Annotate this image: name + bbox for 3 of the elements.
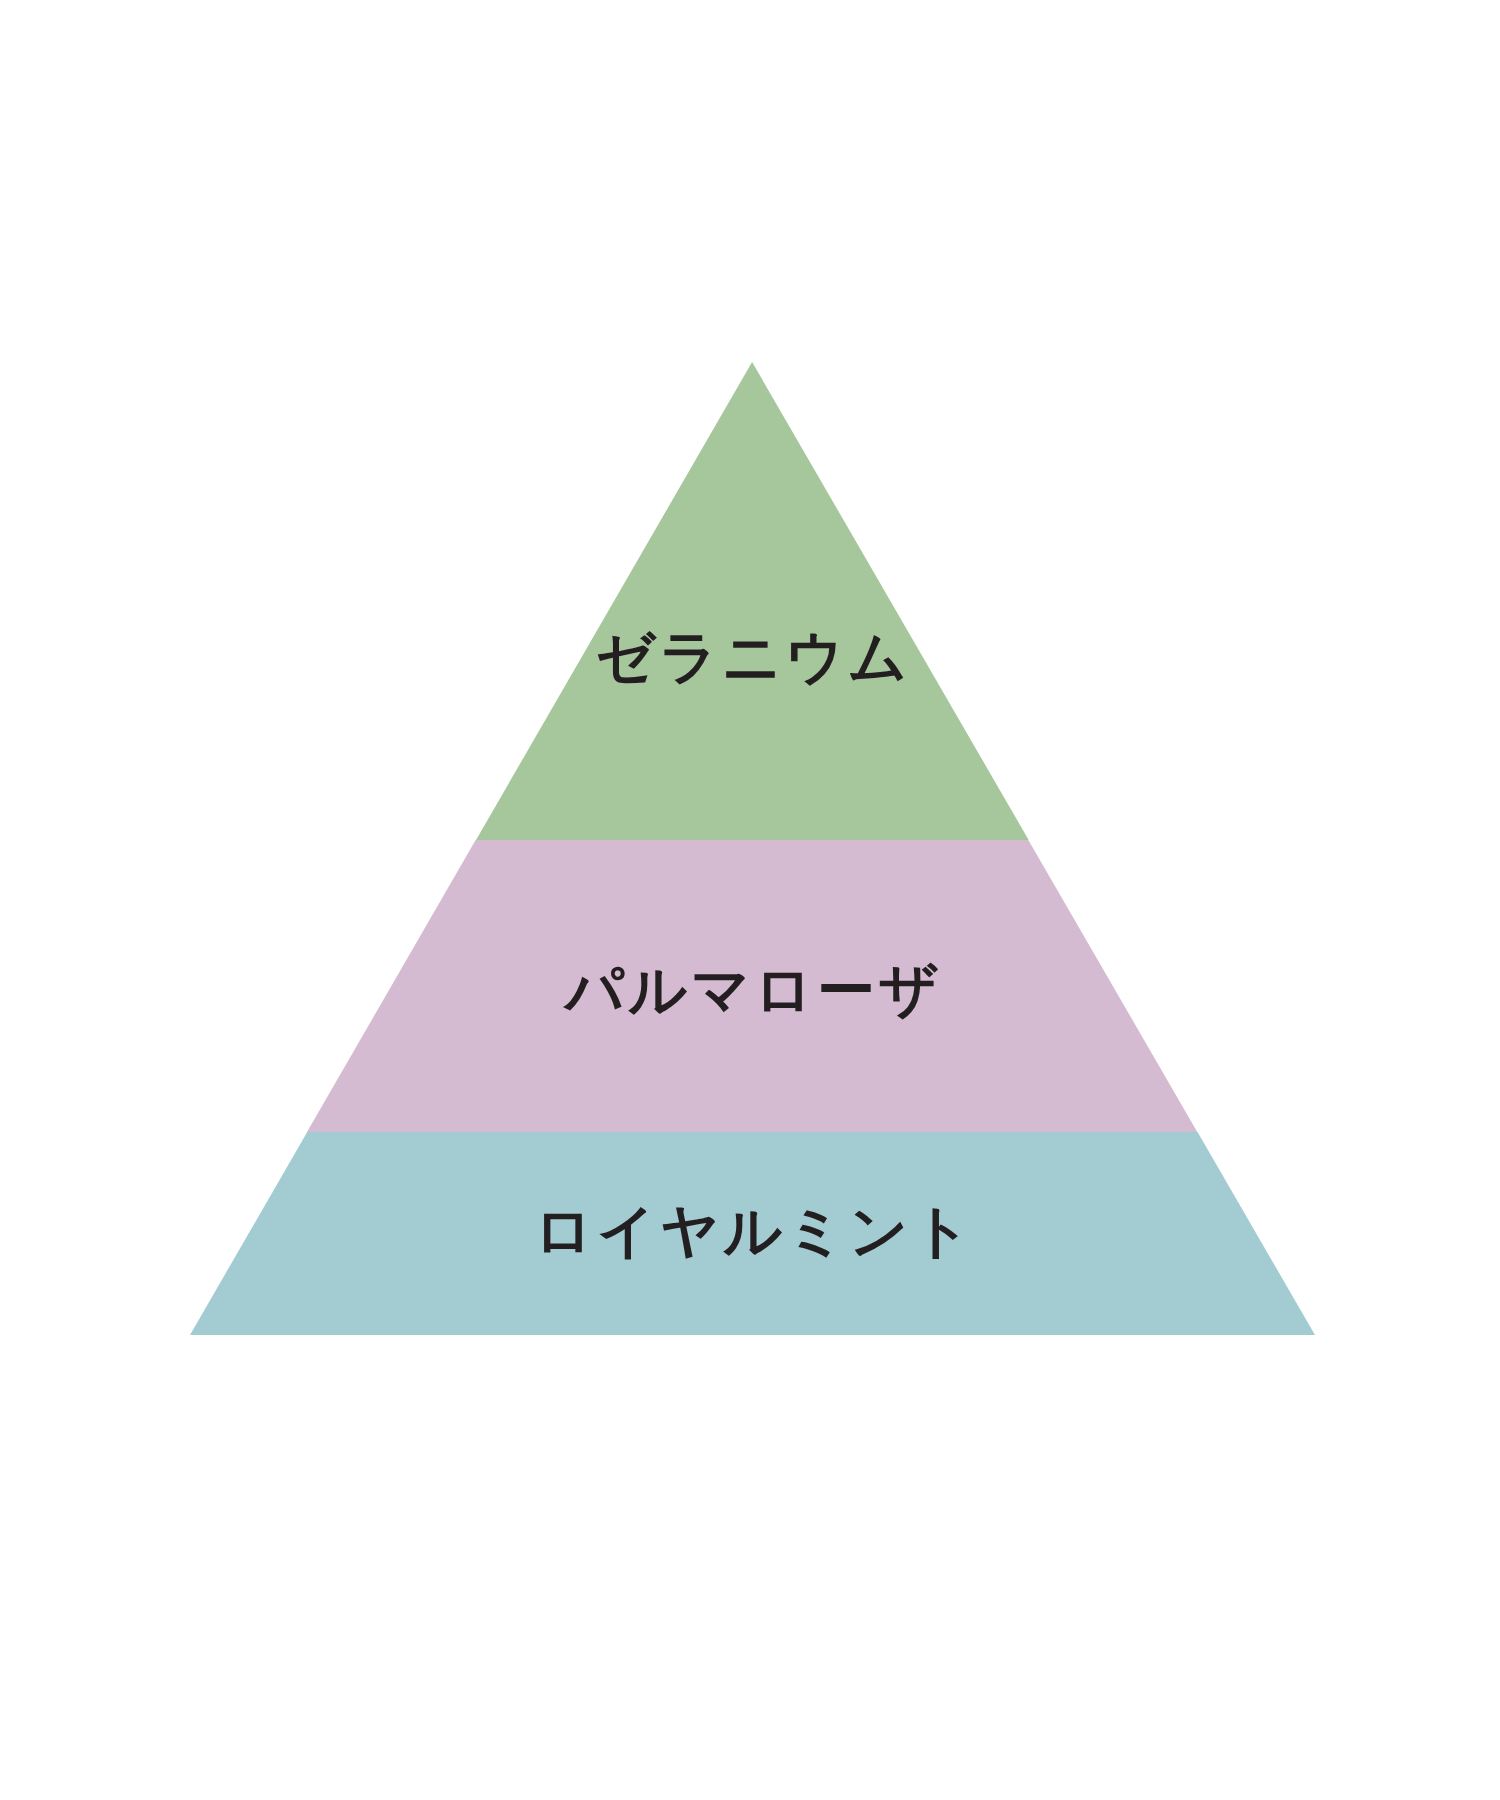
tier-label: ロイヤルミント — [533, 1202, 975, 1260]
tier-label: パルマローザ — [565, 961, 943, 1019]
tier-label: ゼラニウム — [596, 628, 912, 686]
